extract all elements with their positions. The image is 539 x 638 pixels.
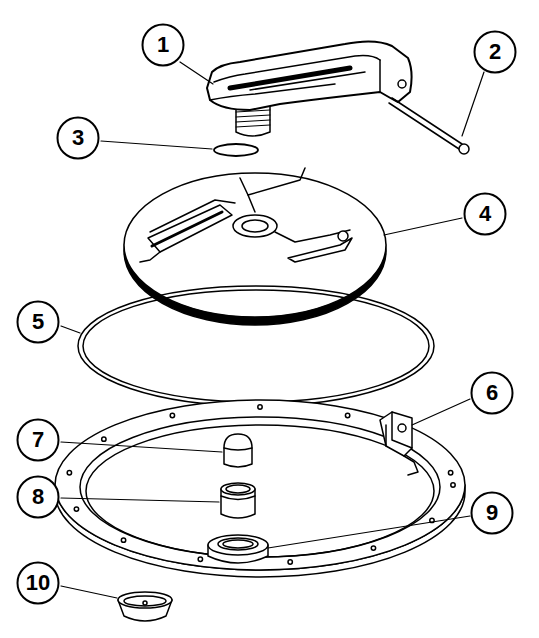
callout-circle: 9 [470,491,514,535]
callout-circle: 2 [473,30,517,74]
bolt-hole [371,546,375,550]
bolt-hole [121,538,125,542]
gasket [78,286,434,406]
callout-circle: 10 [16,561,60,605]
callout-number: 6 [486,382,498,404]
callout-number: 1 [157,34,169,56]
cap [224,434,252,467]
bolt-hole [288,560,292,564]
bolt-hole [448,471,452,475]
flanged-washer [208,535,268,563]
flange-ring [55,400,465,577]
bolt-hole [345,413,349,417]
callout-circle: 4 [463,192,507,236]
callout-circle: 8 [16,475,60,519]
callout-circle: 7 [16,418,60,462]
callout-number: 8 [32,486,44,508]
end-cup [118,592,172,621]
callout-number: 10 [26,572,50,594]
callout-number: 3 [72,127,84,149]
bolt-hole [67,471,71,475]
bolt-hole [258,405,262,409]
callout-circle: 3 [56,116,100,160]
hinge-pin [389,98,469,154]
o-ring [214,144,258,156]
callout-number: 4 [479,203,491,225]
lid [124,168,386,325]
callout-number: 2 [489,41,501,63]
bolt-hole [451,483,455,487]
callout-circle: 5 [16,300,60,344]
bushing [221,483,255,518]
callout-number: 5 [32,311,44,333]
handle [207,41,412,136]
bolt-hole [170,413,174,417]
callout-number: 7 [32,429,44,451]
leader-lines [61,62,484,598]
bolt-hole [198,557,202,561]
callout-circle: 1 [141,23,185,67]
bolt-hole [74,507,78,511]
callout-circle: 6 [470,371,514,415]
bolt-hole [102,437,106,441]
callout-number: 9 [486,502,498,524]
